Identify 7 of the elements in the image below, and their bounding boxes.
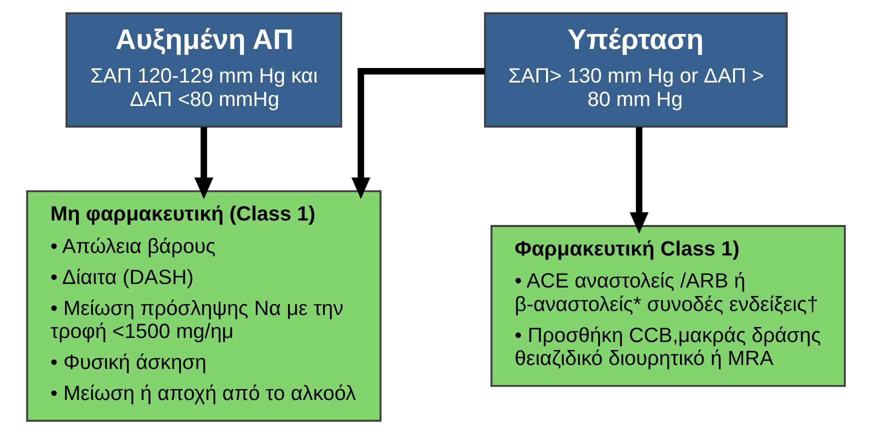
node-box: Υπέρταση ΣΑΠ> 130 mm Hg or ΔΑΠ > 80 mm Hg [484, 12, 788, 128]
node-box: Φαρμακευτική Class 1) • ACE αναστολείς /ARB ή β-αναστολείς* συνοδές ενδείξεις† • Προσθήκη CCB,μακράς δράσης θειαζιδικό διουρητικό ή MRA [490, 225, 846, 387]
node-box: Αυξημένη ΑΠ ΣΑΠ 120-129 mm Hg και ΔΑΠ <80 mmHg [66, 12, 342, 128]
arrow [630, 127, 649, 234]
node-box: Μη φαρμακευτική (Class 1) • Απώλεια βάρους • Δίαιτα (DASH) • Μείωση πρόσληψης Να με την τροφή <1500 mg/ημ • Φυσική άσκηση • Μείωση ή αποχή από το αλκοόλ [26, 190, 382, 422]
arrow [194, 127, 214, 200]
arrow [351, 68, 485, 200]
